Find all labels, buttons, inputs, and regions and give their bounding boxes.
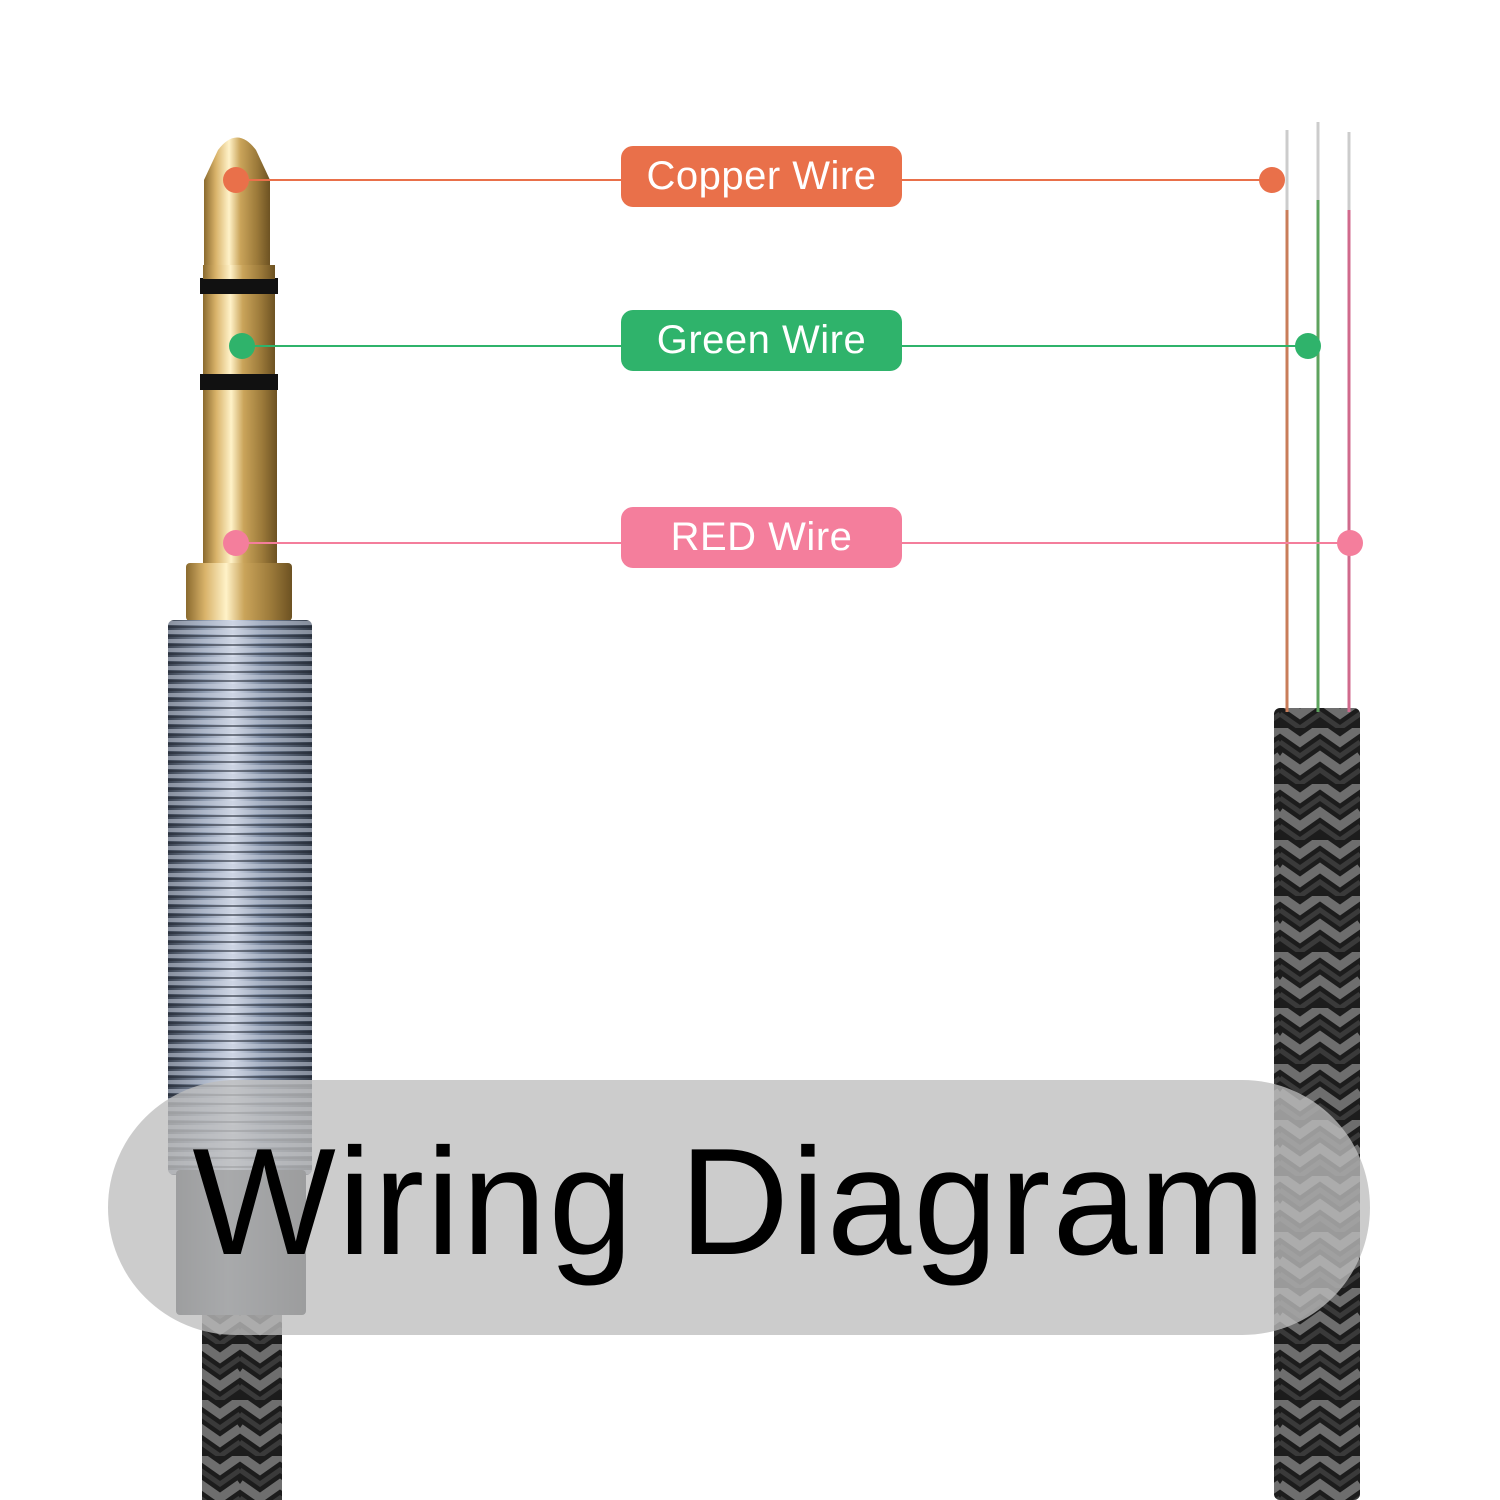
red-wire-label: RED Wire: [621, 507, 902, 568]
green-wire-label: Green Wire: [621, 310, 902, 371]
title-banner: [108, 1080, 1370, 1335]
copper-wire-label: Copper Wire: [621, 146, 902, 207]
page-title: Wiring Diagram: [192, 1117, 1268, 1287]
exposed-wires: [1285, 122, 1351, 712]
